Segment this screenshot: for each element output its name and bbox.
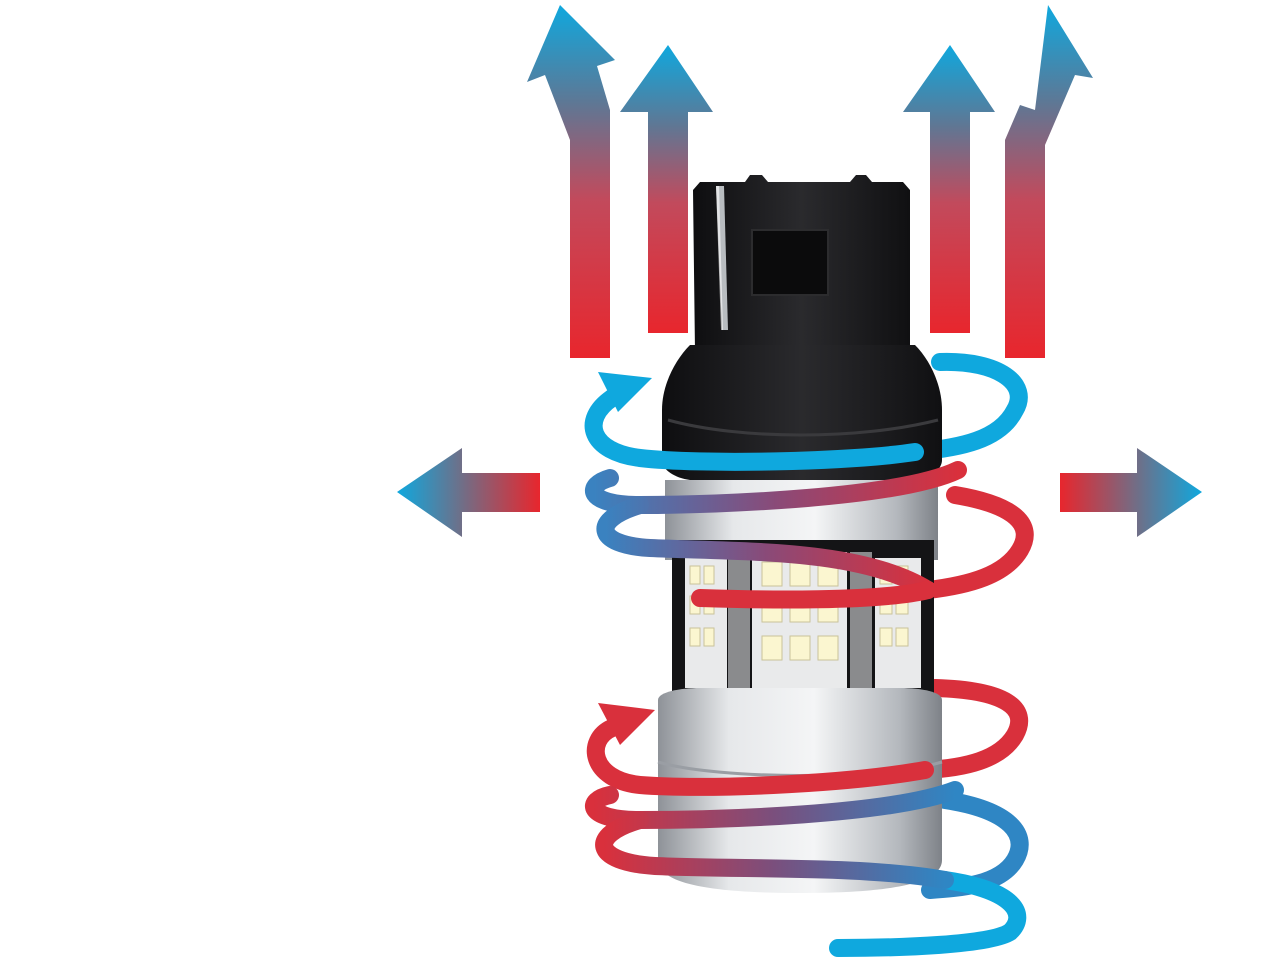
led-array xyxy=(672,540,934,700)
bulb-collar xyxy=(662,345,942,480)
airflow-spiral-back xyxy=(829,352,1034,957)
arrow-up-icon xyxy=(1005,5,1093,358)
led-bulb xyxy=(657,175,943,893)
airflow-spiral-front xyxy=(584,379,967,889)
arrow-up-icon xyxy=(903,45,995,333)
heat-arrows-side xyxy=(397,448,1202,537)
arrow-side-icon xyxy=(397,448,540,537)
spiral-arrowheads xyxy=(598,372,655,745)
arrow-up-icon xyxy=(620,45,713,333)
arrow-up-icon xyxy=(527,5,615,358)
arrow-side-icon xyxy=(1060,448,1202,537)
heat-arrows-up xyxy=(527,5,1093,358)
bulb-wedge-base xyxy=(693,175,910,352)
led-chips-center xyxy=(761,561,839,661)
